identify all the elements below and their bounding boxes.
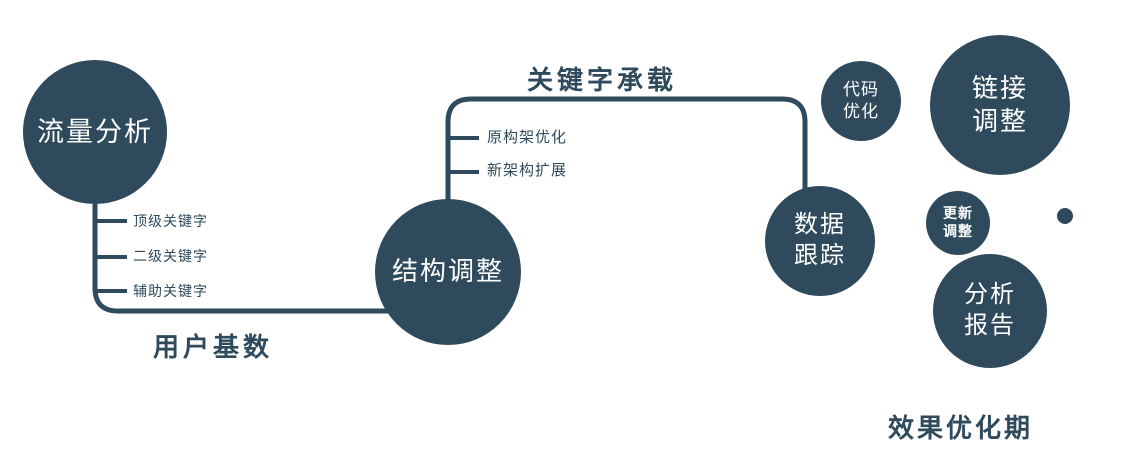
node-link-adjustment-line2: 调整 xyxy=(971,106,1028,136)
node-update-adjustment: 更新 调整 xyxy=(926,191,990,255)
node-code-optimization-line2: 优化 xyxy=(843,102,879,121)
node-update-adjustment-line1: 更新 xyxy=(943,205,973,222)
branch-label-secondary-keywords: 二级关键字 xyxy=(133,248,208,264)
node-analysis-report-line1: 分析 xyxy=(964,281,1016,309)
branch-label-original-architecture: 原构架优化 xyxy=(487,129,568,146)
node-traffic-analysis-label: 流量分析 xyxy=(37,116,153,147)
branch-labels-structure: 原构架优化 新架构扩展 xyxy=(487,130,567,178)
caption-effect-optimization-period: 效果优化期 xyxy=(888,413,1034,443)
connector-structure-to-data-tracking xyxy=(445,96,808,272)
node-code-optimization-line1: 代码 xyxy=(843,80,879,100)
connector-traffic-to-structure xyxy=(92,132,448,314)
node-analysis-report: 分析 报告 xyxy=(933,254,1047,368)
branch-label-top-keywords: 顶级关键字 xyxy=(133,213,208,229)
branch-labels-traffic: 顶级关键字 二级关键字 辅助关键字 xyxy=(133,214,208,299)
small-dot-marker xyxy=(1057,208,1073,224)
edge-label-keyword-bearing: 关键字承载 xyxy=(527,65,678,95)
node-traffic-analysis: 流量分析 xyxy=(23,60,167,204)
node-analysis-report-line2: 报告 xyxy=(964,312,1016,339)
node-structure-adjustment: 结构调整 xyxy=(375,199,521,345)
edge-label-user-base: 用户基数 xyxy=(153,332,274,362)
node-data-tracking-line1: 数据 xyxy=(794,211,846,239)
node-update-adjustment-line2: 调整 xyxy=(943,223,973,239)
node-code-optimization: 代码 优化 xyxy=(821,61,901,141)
node-link-adjustment: 链接 调整 xyxy=(930,35,1070,175)
node-link-adjustment-line1: 链接 xyxy=(971,72,1028,103)
node-data-tracking-line2: 跟踪 xyxy=(794,242,846,269)
branch-label-new-architecture: 新架构扩展 xyxy=(487,162,568,179)
node-structure-adjustment-label: 结构调整 xyxy=(391,256,504,287)
node-data-tracking: 数据 跟踪 xyxy=(765,186,875,296)
branch-label-auxiliary-keywords: 辅助关键字 xyxy=(133,283,208,299)
